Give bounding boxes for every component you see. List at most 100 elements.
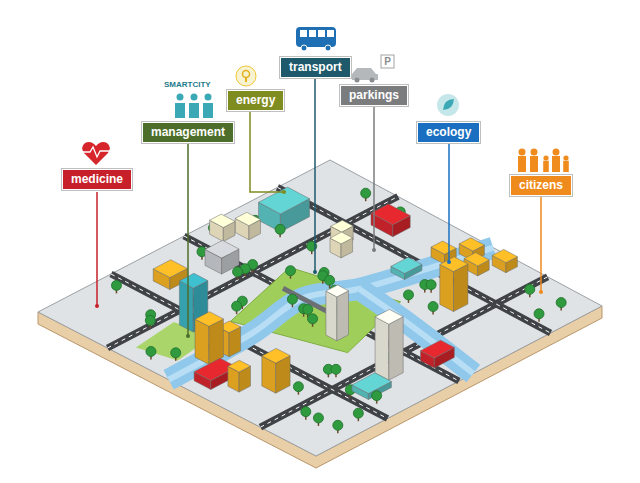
building [371,204,410,237]
leader-dot [372,248,376,252]
tree [333,420,343,433]
leader-dot [539,290,543,294]
leader-line [448,144,450,262]
parking-sign [381,55,394,68]
citizen-icon [543,155,549,172]
category-label: transport [280,57,351,78]
tree [403,290,413,303]
tree [428,302,438,315]
person-icon [189,94,199,119]
leader-line [96,192,98,306]
leader-dot [282,190,286,194]
category-label: energy [227,90,284,111]
bulb [243,71,250,78]
label-text: energy [236,93,275,108]
building [421,340,455,368]
city-map [38,160,602,468]
tree [308,314,318,327]
leader-dot [313,270,317,274]
building-roof [210,214,235,227]
citizen-icon [530,149,538,173]
building-roof [421,340,455,358]
building-roof [195,312,223,327]
tree-crown [171,348,181,358]
bus-wheel [325,45,331,51]
leader-dot [186,334,190,338]
building [262,348,290,393]
tree-crown [403,290,413,300]
bus-window [318,30,325,37]
tree-crown [534,309,544,319]
citizen-body [543,161,549,172]
person-icon [175,94,185,119]
building-roof [235,212,260,225]
tree-crown [525,284,535,294]
tree-crown [111,280,121,290]
bus-window [327,30,334,37]
tree-crown [353,408,363,418]
building [235,212,260,239]
building [195,312,223,365]
tree [287,294,297,307]
building-roof [431,241,456,254]
leader-dot [447,260,451,264]
tree-crown [293,382,303,392]
person-head [177,94,184,101]
tree-crown [325,275,335,285]
tree [426,280,436,293]
category-label: medicine [62,169,132,190]
building-front-face [337,291,349,341]
category-label: management [142,122,234,143]
building [391,257,422,279]
person-body [203,103,213,118]
building [492,249,517,272]
bus-window [309,30,316,37]
category-label: ecology [417,122,480,143]
person-head [205,94,212,101]
tree [301,407,311,420]
building-roof [262,348,290,363]
brand-text: SMARTCITY [164,80,211,90]
tree [285,266,295,279]
bus-wheel [301,45,307,51]
building-front-face [209,319,224,365]
pulse-line [82,147,110,157]
citizen-body [530,156,538,172]
icons [82,27,569,172]
citizen-body [563,161,569,172]
building [228,360,251,392]
label-text: ecology [426,125,471,140]
citizen-head [531,149,538,156]
tree [111,280,121,293]
building-left-face [326,291,337,341]
tree-crown [301,407,311,417]
tree-crown [361,188,371,198]
building-roof [371,204,410,225]
building-roof [179,273,207,288]
citizen-head [543,155,548,160]
tree [145,315,155,328]
tree [146,346,156,359]
building-roof [375,309,403,324]
heart-icon [82,142,110,165]
tree-crown [556,298,566,308]
citizen-head [563,155,568,160]
tree-crown [308,314,318,324]
leader-line [187,144,189,336]
citizen-body [518,156,526,172]
tree-crown [333,420,343,430]
tree [372,391,382,404]
building [330,232,353,258]
citizen-icon [563,155,569,172]
building-roof [352,373,392,394]
car-wheel [355,78,360,83]
building-roof [330,232,353,244]
tree-crown [146,346,156,356]
leaf [443,99,454,110]
leader-dot [95,304,99,308]
building-front-face [389,317,403,381]
tree [293,382,303,395]
building-roof [459,238,484,251]
tree [233,267,243,280]
